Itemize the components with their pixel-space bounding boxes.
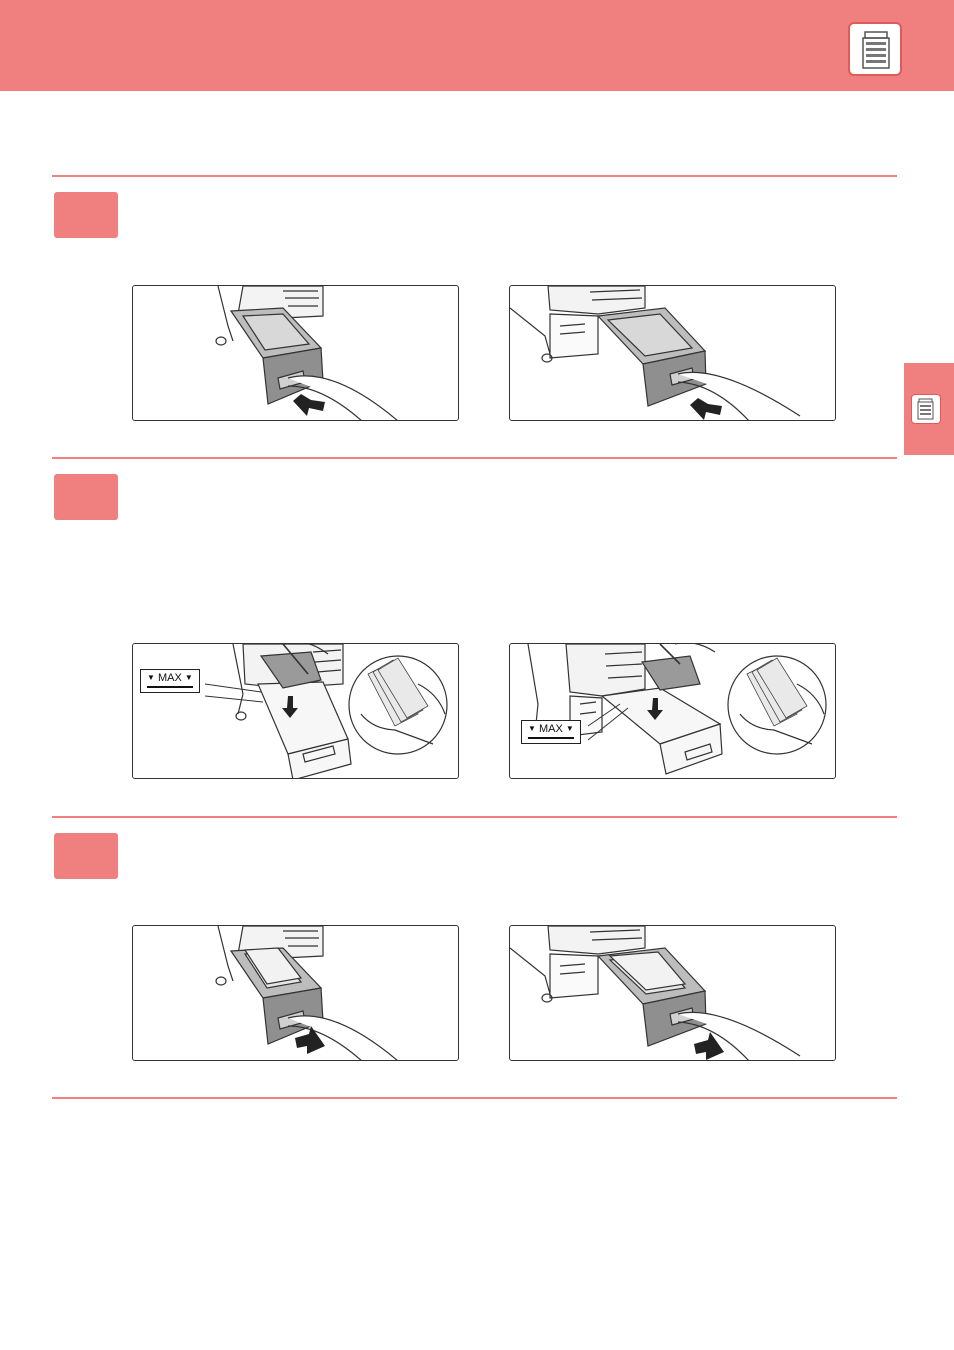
triangle-down-icon: ▼ [184, 673, 193, 682]
illustration-pull-out-tray-right [509, 285, 836, 421]
chapter-side-tab[interactable] [904, 363, 954, 455]
triangle-down-icon: ▼ [528, 724, 536, 733]
copier-machine-icon [911, 394, 941, 424]
max-label-text: MAX [157, 672, 182, 684]
max-fill-line [528, 737, 574, 739]
max-fill-line-label: ▼ MAX ▼ [521, 720, 581, 744]
illustration-pull-out-tray-left [132, 285, 459, 421]
section-divider [52, 1097, 897, 1099]
max-fill-line [147, 686, 193, 688]
step-1-badge [54, 192, 118, 238]
section-divider [52, 457, 897, 459]
illustration-load-paper-right: ▼ MAX ▼ [509, 643, 836, 779]
illustration-push-in-tray-left [132, 925, 459, 1061]
max-label-text: MAX [538, 723, 563, 735]
triangle-down-icon: ▼ [565, 724, 574, 733]
page-header-band [0, 0, 954, 91]
illustration-push-in-tray-right [509, 925, 836, 1061]
step-2-badge [54, 474, 118, 520]
max-fill-line-label: ▼ MAX ▼ [140, 669, 200, 693]
section-divider [52, 175, 897, 177]
illustration-load-paper-left: ▼ MAX ▼ [132, 643, 459, 779]
triangle-down-icon: ▼ [147, 673, 155, 682]
section-divider [52, 816, 897, 818]
step-3-badge [54, 833, 118, 879]
copier-machine-icon[interactable] [848, 22, 902, 76]
